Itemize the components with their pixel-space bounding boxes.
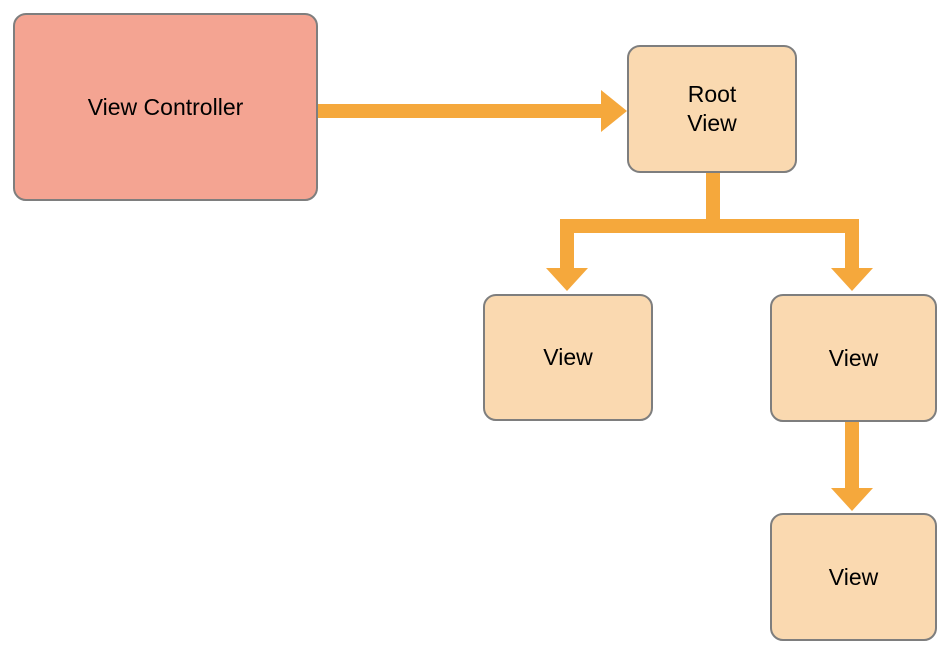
node-view-right-label: View [828, 344, 879, 371]
node-view-bottom: View [770, 513, 937, 641]
node-view-bottom-label: View [828, 563, 879, 590]
node-view-right: View [770, 294, 937, 422]
arrow-controller-to-rootview [318, 90, 627, 132]
arrow-view-to-subview [831, 421, 873, 511]
node-view-left-label: View [543, 344, 593, 370]
node-root-view: Root View [627, 45, 797, 173]
node-root-view-label: Root View [687, 81, 737, 136]
node-view-controller-label: View Controller [87, 93, 244, 120]
node-view-controller: View Controller [13, 13, 318, 201]
node-view-left: View [483, 294, 653, 421]
arrow-rootview-to-subviews [546, 172, 873, 291]
